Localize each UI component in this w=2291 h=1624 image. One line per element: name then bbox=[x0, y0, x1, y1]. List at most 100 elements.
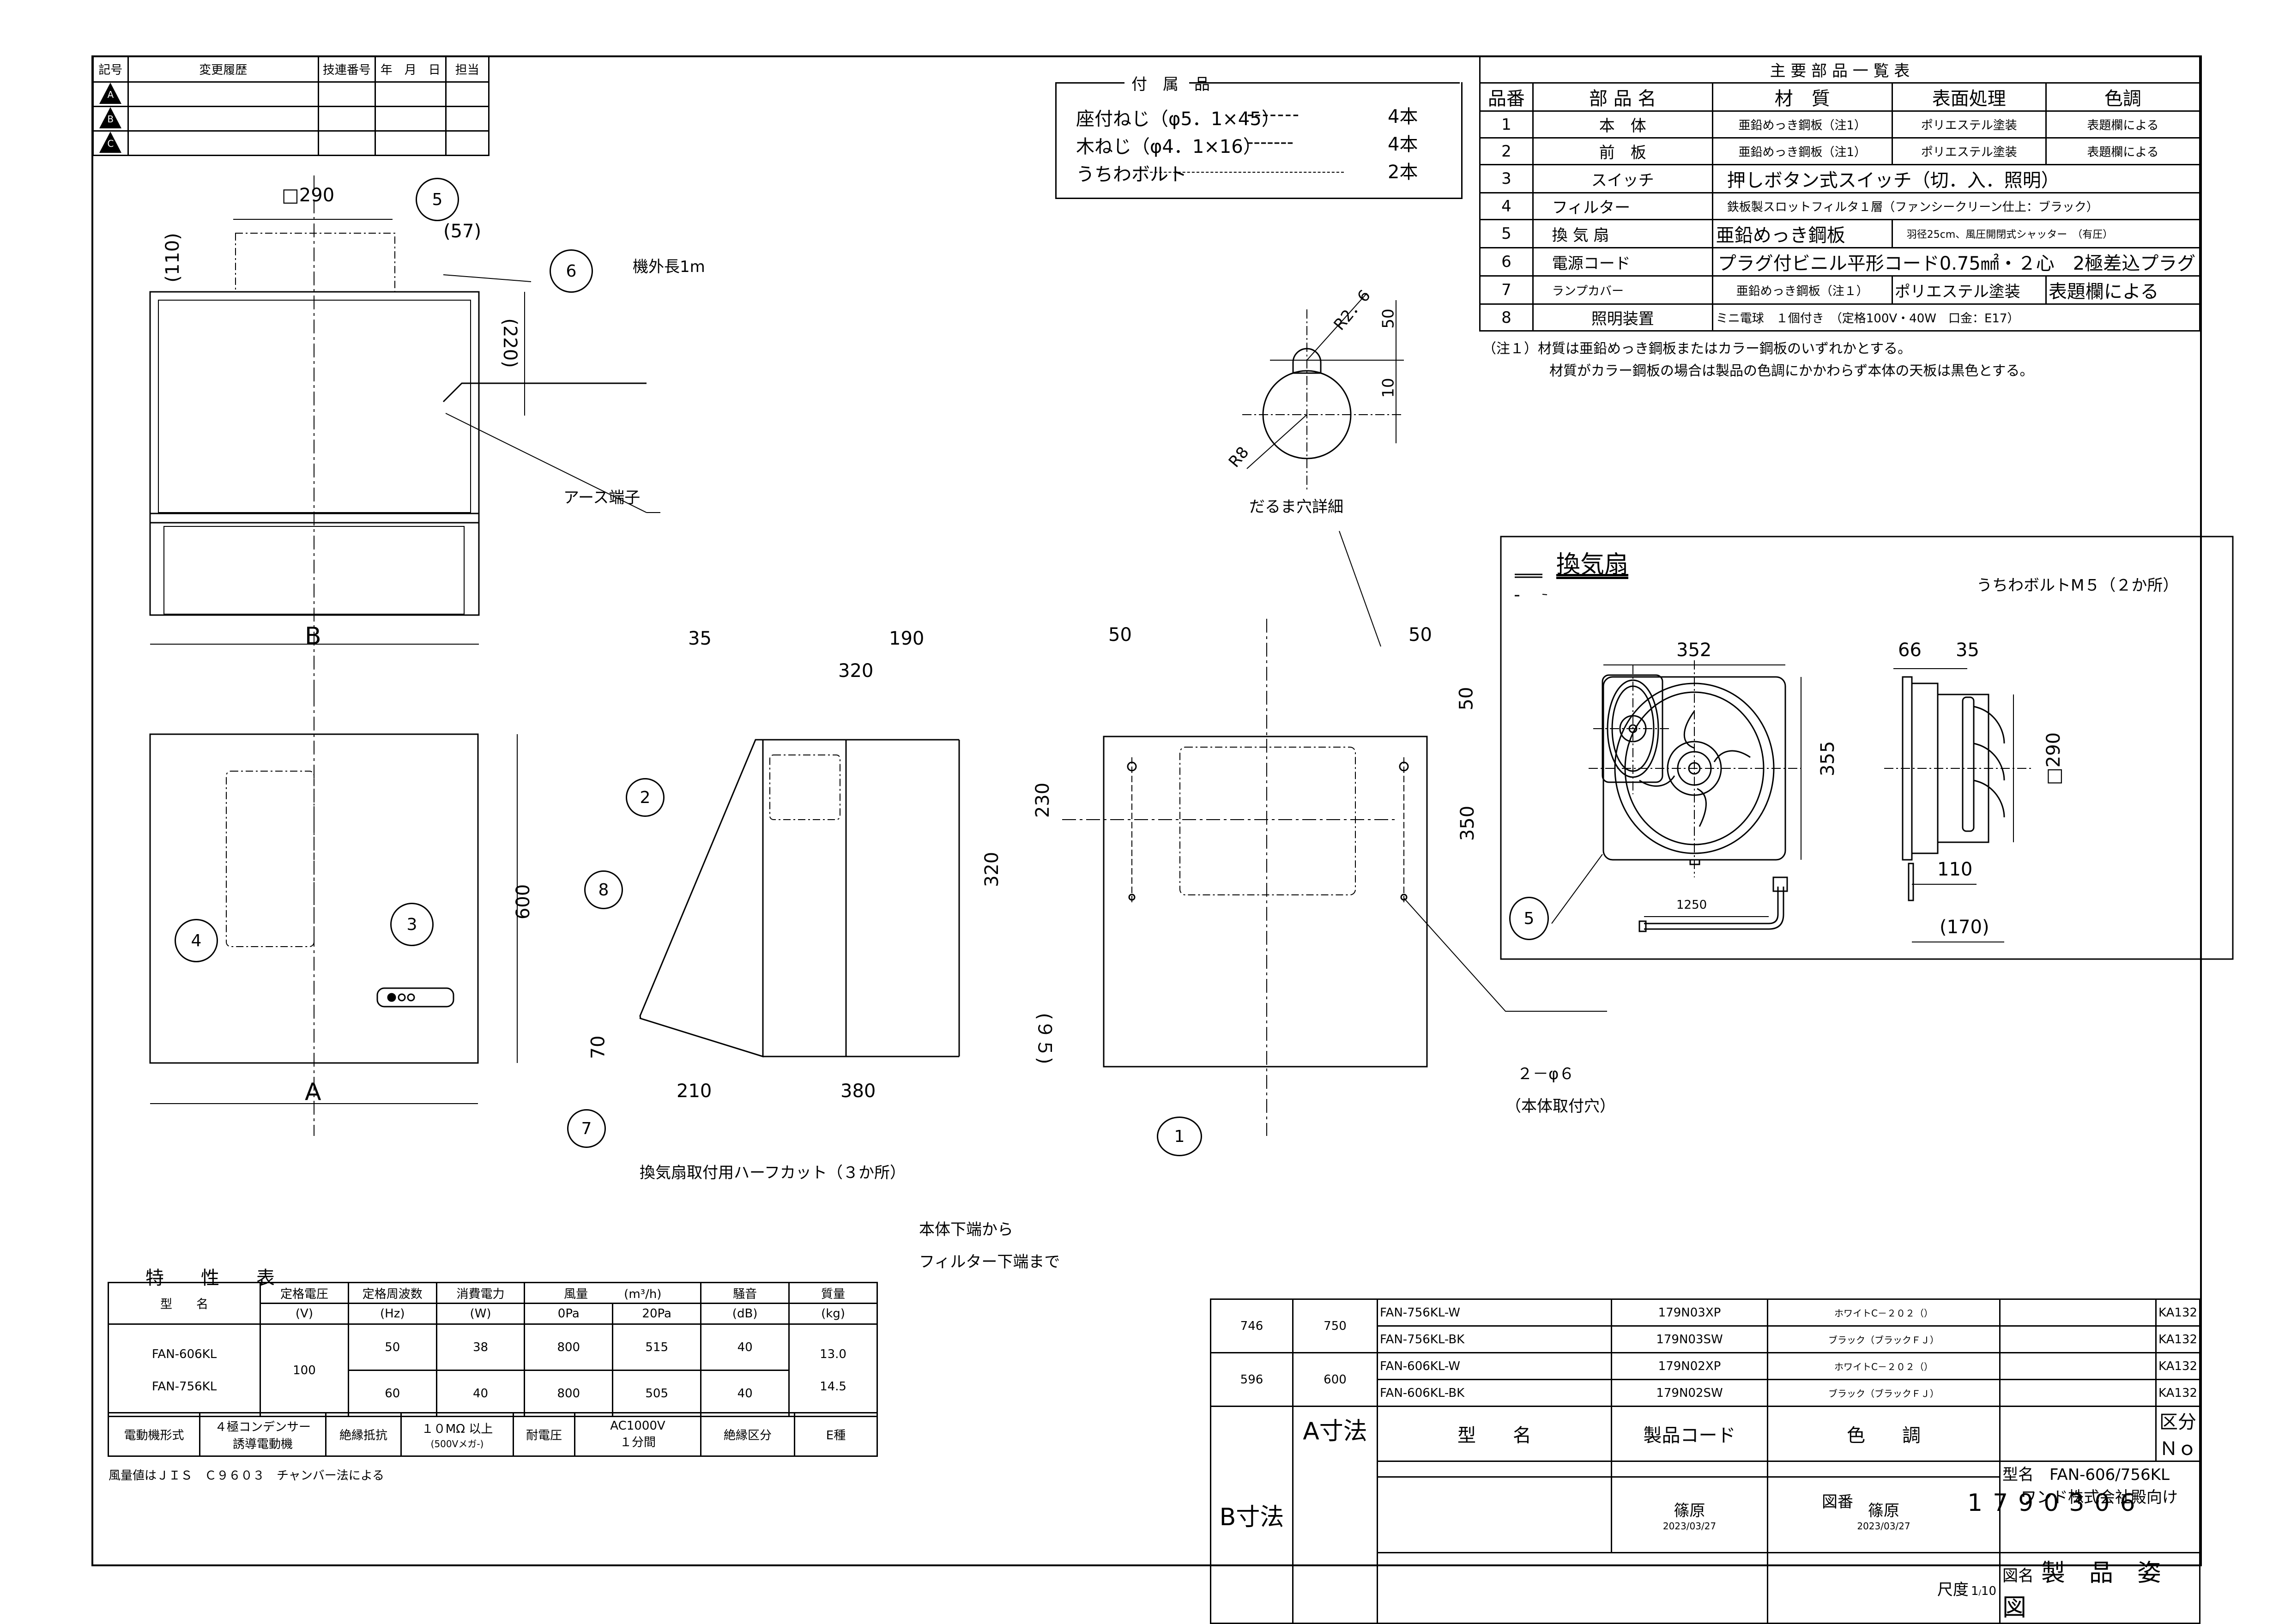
balloon-7: 7 bbox=[567, 1109, 606, 1148]
fan-dim-110: 110 bbox=[1937, 859, 1973, 880]
model-row: FAN-756KL-BK 179N03SW ブラック（ブラックＦＪ） KA132 bbox=[1211, 1325, 2200, 1353]
fan-dim-170: (170) bbox=[1940, 917, 1989, 938]
b-dim-label: B寸法 bbox=[1219, 1503, 1284, 1531]
duct-height-label: (110) bbox=[162, 233, 183, 283]
fan-cord bbox=[1638, 876, 1788, 932]
drawing-no: 1790306 bbox=[1967, 1489, 2146, 1517]
cord-length-label: 機外長1m bbox=[633, 258, 705, 276]
keyhole-title: だるま穴詳細 bbox=[1249, 498, 1343, 516]
parts-header-material: 材 質 bbox=[1711, 82, 1893, 112]
triangle-b-icon: B bbox=[99, 107, 122, 128]
dim-230: 230 bbox=[1032, 782, 1054, 818]
dim-210: 210 bbox=[677, 1081, 712, 1102]
balloon-2: 2 bbox=[626, 778, 665, 817]
fan-dimension-lines bbox=[1551, 664, 2014, 942]
filter-label-2: フィルター下端まで bbox=[919, 1253, 1060, 1271]
accessory-item-qty: 2本 bbox=[1388, 162, 1418, 183]
dim-95: (９５) bbox=[1034, 1013, 1055, 1064]
front-view bbox=[149, 693, 518, 1136]
parts-table-title: 主 要 部 品 一 覧 表 bbox=[1479, 55, 2200, 84]
parts-note-2: 材質がカラー鋼板の場合は製品の色調にかかわらず本体の天板は黒色とする。 bbox=[1549, 363, 2034, 379]
mounting-holes-sublabel: （本体取付穴） bbox=[1505, 1097, 1615, 1116]
fan-balloon-5: 5 bbox=[1509, 897, 1549, 940]
top-view bbox=[149, 175, 660, 693]
rev-header-person: 担当 bbox=[445, 55, 490, 83]
back-dim-50-right: 50 bbox=[1408, 624, 1432, 646]
duct-size-label: □290 bbox=[282, 185, 335, 206]
balloon-4: 4 bbox=[175, 919, 218, 962]
width-a-label: A bbox=[305, 1078, 321, 1106]
height-600-label: 600 bbox=[513, 884, 534, 920]
fan-duct-290: □290 bbox=[2043, 732, 2065, 785]
parts-row: 2 前 板 亜鉛めっき鋼板（注1） ポリエステル塗装 表題欄による bbox=[1479, 137, 2201, 165]
parts-row: 8 照明装置 ミニ電球 １個付き （定格100V・40W 口金：E17） bbox=[1479, 303, 2201, 332]
side-view bbox=[639, 739, 960, 1058]
parts-header-finish: 表面処理 bbox=[1891, 82, 2047, 112]
back-view bbox=[1062, 619, 1607, 1136]
parts-row: 7 ランプカバー 亜鉛めっき鋼板（注１） ポリエステル塗装 表題欄による bbox=[1479, 275, 2201, 305]
rev-row: A bbox=[92, 81, 490, 107]
spec-note: 風量値はＪＩＳ Ｃ９６０３ チャンバー法による bbox=[109, 1469, 384, 1483]
balloon-6: 6 bbox=[550, 249, 593, 293]
fan-height-355: 355 bbox=[1817, 741, 1839, 777]
dim-190: 190 bbox=[889, 628, 925, 649]
cord-height-label: (220) bbox=[499, 318, 520, 368]
parts-row: 1 本 体 亜鉛めっき鋼板（注1） ポリエステル塗装 表題欄による bbox=[1479, 110, 2201, 139]
a-dim-label: A寸法 bbox=[1303, 1418, 1367, 1445]
filter-label-1: 本体下端から bbox=[919, 1220, 1013, 1239]
rev-header-date: 年 月 日 bbox=[374, 55, 447, 83]
cord-offset-label: (57) bbox=[443, 221, 482, 242]
balloon-1: 1 bbox=[1157, 1117, 1202, 1156]
balloon-5: 5 bbox=[416, 178, 459, 221]
back-dim-50-left: 50 bbox=[1108, 624, 1132, 646]
parts-note-1: （注１）材質は亜鉛めっき鋼板またはカラー鋼板のいずれかとする。 bbox=[1482, 341, 1912, 357]
accessory-item-qty: 4本 bbox=[1388, 134, 1418, 155]
model-row: 596 600 FAN-606KL-W 179N02XP ホワイトC－２０２（）… bbox=[1210, 1352, 2200, 1407]
earth-terminal-label: アース端子 bbox=[563, 489, 641, 507]
drawing-name: 製 品 姿 図 bbox=[2002, 1559, 2186, 1622]
rev-mark-a: A bbox=[92, 81, 129, 107]
keyhole-dim-50: 50 bbox=[1379, 308, 1398, 329]
model-table: 746 750 FAN-756KL-W 179N03XP ホワイトC－２０２（）… bbox=[1210, 1298, 2200, 1624]
accessories-box bbox=[1055, 82, 1463, 199]
accessory-dots: ------- bbox=[1247, 104, 1300, 125]
fan-cord-1250: 1250 bbox=[1676, 898, 1707, 912]
rev-header-mark: 記号 bbox=[92, 55, 129, 83]
triangle-c-icon: C bbox=[99, 132, 122, 153]
accessory-item-name: 座付ねじ（φ5．1×45） bbox=[1076, 109, 1280, 130]
rev-row: C bbox=[92, 130, 490, 156]
dim-35: 35 bbox=[688, 628, 712, 649]
fan-width-352: 352 bbox=[1676, 640, 1712, 661]
rev-header-history: 変更履歴 bbox=[127, 55, 319, 83]
fan-side-view-main bbox=[1884, 676, 2032, 901]
fan-depth-66: 66 bbox=[1898, 640, 1922, 661]
accessory-item-name: 木ねじ（φ4．1×16） bbox=[1076, 136, 1262, 157]
parts-row: 6 電源コード プラグ付ビニル平形コード0.75㎟・２心 2極差込プラグ bbox=[1479, 247, 2201, 277]
revision-table: 記号 変更履歴 技連番号 年 月 日 担当 A B C bbox=[92, 55, 490, 156]
accessories-title: 付 属 品 bbox=[1131, 75, 1210, 94]
parts-row: 4 フィルター 鉄板製スロットフィルタ１層（ファンシークリーン仕上：ブラック） bbox=[1479, 192, 2201, 220]
dim-320-horizontal: 320 bbox=[838, 660, 874, 682]
dim-380: 380 bbox=[840, 1081, 876, 1102]
keyhole-detail bbox=[1242, 293, 1404, 647]
fan-depth-35: 35 bbox=[1956, 640, 1979, 661]
dim-320-vertical: 320 bbox=[981, 851, 1003, 887]
fan-detail-title: 換気扇 bbox=[1556, 551, 1629, 579]
rev-row: B bbox=[92, 106, 490, 132]
width-b-label: B bbox=[305, 622, 321, 650]
fan-detail bbox=[1500, 536, 2234, 960]
parts-header-color: 色調 bbox=[2045, 82, 2201, 112]
balloon-8: 8 bbox=[584, 870, 623, 909]
rev-header-tech-no: 技連番号 bbox=[317, 55, 376, 83]
rev-mark-c: C bbox=[92, 130, 129, 156]
mounting-holes-label: ２－φ６ bbox=[1517, 1065, 1575, 1083]
fan-front-housing-main bbox=[1589, 660, 1801, 877]
drawing-no-label: 図番 bbox=[1822, 1493, 1853, 1511]
triangle-a-icon: A bbox=[99, 83, 122, 104]
rev-mark-b: B bbox=[92, 106, 129, 132]
drawing-frame bbox=[91, 55, 2202, 1566]
back-dim-50-top: 50 bbox=[1456, 687, 1477, 711]
